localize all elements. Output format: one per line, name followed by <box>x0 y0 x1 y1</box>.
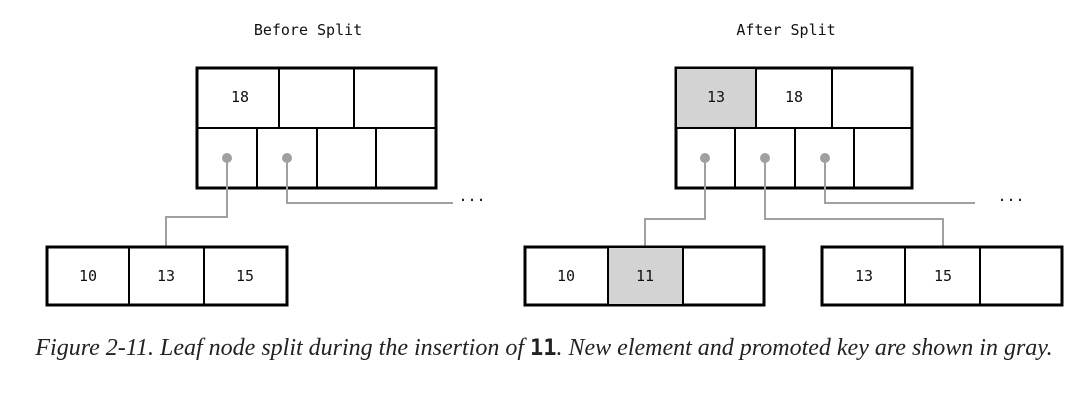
after-ellipsis: ... <box>997 187 1024 205</box>
figure-caption: Figure 2-11. Leaf node split during the … <box>0 332 1088 365</box>
before-pointers: ... <box>165 153 486 247</box>
after-root-key-1: 13 <box>707 88 725 106</box>
after-split-title: After Split <box>736 21 835 39</box>
caption-suffix: . New element and promoted key are shown… <box>556 335 1053 361</box>
after-pointer-line-3 <box>824 158 975 204</box>
before-leaf-key-2: 13 <box>157 267 175 285</box>
before-root-key-1: 18 <box>231 88 249 106</box>
btree-split-diagram: Before Split After Split 18 ... 10 13 15 <box>45 21 1064 307</box>
before-pointer-dot-2 <box>282 153 292 163</box>
after-root-node: 13 18 <box>674 66 914 190</box>
after-pointer-dot-1 <box>700 153 710 163</box>
before-split-title: Before Split <box>254 21 362 39</box>
after-left-leaf-key-1: 10 <box>557 267 575 285</box>
caption-prefix: Figure 2-11. Leaf node split during the … <box>35 335 530 361</box>
after-pointers: ... <box>644 153 1025 247</box>
after-right-leaf-node: 13 15 <box>820 245 1064 307</box>
after-right-leaf-key-1: 13 <box>855 267 873 285</box>
after-pointer-dot-3 <box>820 153 830 163</box>
after-right-leaf-key-2: 15 <box>934 267 952 285</box>
before-pointer-line-1 <box>165 158 228 247</box>
before-pointer-line-2 <box>286 158 453 204</box>
before-leaf-key-3: 15 <box>236 267 254 285</box>
before-root-node: 18 <box>195 66 438 190</box>
after-left-leaf-node: 10 11 <box>523 245 766 307</box>
after-root-promoted-key-highlight <box>677 69 756 127</box>
after-pointer-line-1 <box>644 158 706 247</box>
before-ellipsis: ... <box>458 187 485 205</box>
after-pointer-dot-2 <box>760 153 770 163</box>
before-leaf-key-1: 10 <box>79 267 97 285</box>
before-pointer-dot-1 <box>222 153 232 163</box>
after-left-leaf-new-element-highlight <box>608 248 683 304</box>
after-left-leaf-key-2: 11 <box>636 267 654 285</box>
caption-inserted-key: 11 <box>530 336 557 361</box>
after-pointer-line-2 <box>764 158 944 247</box>
before-leaf-node: 10 13 15 <box>45 245 289 307</box>
after-root-key-2: 18 <box>785 88 803 106</box>
